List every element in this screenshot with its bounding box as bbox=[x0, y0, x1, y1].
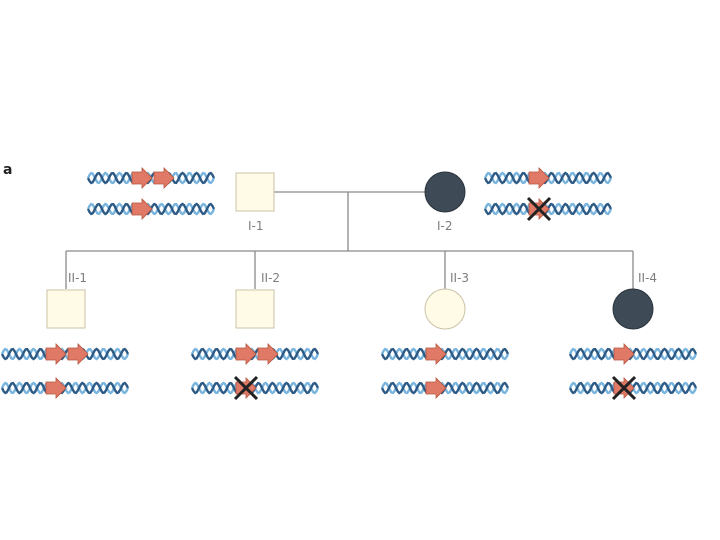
copy-arrow bbox=[46, 378, 66, 398]
copy-arrow bbox=[46, 344, 66, 364]
allele-II-1-2 bbox=[2, 378, 128, 398]
label-II-1: II-1 bbox=[68, 271, 87, 285]
label-II-3: II-3 bbox=[450, 271, 469, 285]
copy-arrow bbox=[132, 168, 152, 188]
dna-copy-diagrams bbox=[2, 168, 696, 399]
panel-label: a bbox=[3, 162, 12, 178]
copy-arrow bbox=[426, 344, 446, 364]
label-I-2: I-2 bbox=[437, 219, 453, 233]
allele-I-1-1 bbox=[88, 168, 214, 188]
allele-II-4-1 bbox=[570, 344, 696, 364]
allele-I-2-2 bbox=[485, 198, 611, 220]
allele-II-3-2 bbox=[382, 378, 508, 398]
male-square-I-1 bbox=[236, 173, 274, 211]
allele-II-4-2 bbox=[570, 377, 696, 399]
allele-II-1-1 bbox=[2, 344, 128, 364]
allele-I-2-1 bbox=[485, 168, 611, 188]
copy-arrow bbox=[614, 344, 634, 364]
label-II-4: II-4 bbox=[638, 271, 657, 285]
allele-II-2-1 bbox=[192, 344, 318, 364]
male-square-II-2 bbox=[236, 290, 274, 328]
female-circle-II-3 bbox=[425, 289, 465, 329]
allele-I-1-2 bbox=[88, 199, 214, 219]
allele-II-3-1 bbox=[382, 344, 508, 364]
copy-arrow bbox=[258, 344, 278, 364]
copy-arrow bbox=[529, 168, 549, 188]
female-circle-II-4 bbox=[613, 289, 653, 329]
label-I-1: I-1 bbox=[248, 219, 264, 233]
copy-arrow bbox=[426, 378, 446, 398]
allele-II-2-2 bbox=[192, 377, 318, 399]
label-II-2: II-2 bbox=[261, 271, 280, 285]
female-circle-I-2 bbox=[425, 172, 465, 212]
copy-arrow bbox=[68, 344, 88, 364]
copy-arrow bbox=[236, 344, 256, 364]
male-square-II-1 bbox=[47, 290, 85, 328]
copy-arrow bbox=[132, 199, 152, 219]
copy-arrow bbox=[154, 168, 174, 188]
